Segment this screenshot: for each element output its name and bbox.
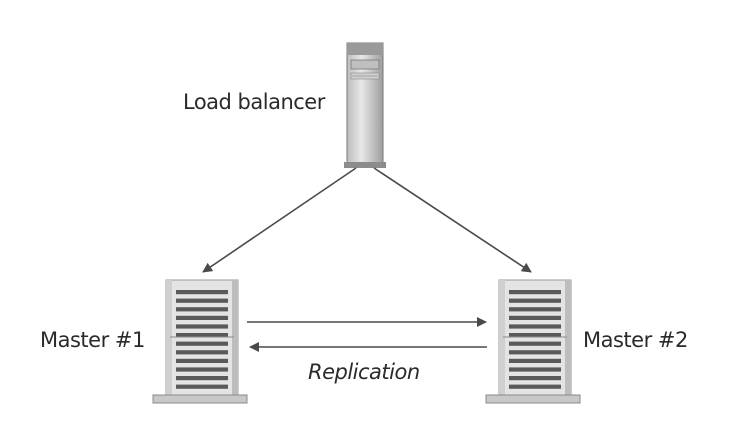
server-slot: [509, 324, 561, 329]
rack-server-icon: [485, 279, 581, 404]
edge-lb-to-master1: [202, 167, 357, 273]
server-slot: [509, 290, 561, 295]
server-slot: [176, 315, 228, 320]
server-slot: [509, 333, 561, 338]
server-slot: [509, 367, 561, 372]
server-slot: [176, 324, 228, 329]
load-balancer-label: Load balancer: [183, 90, 325, 114]
server-slot: [509, 315, 561, 320]
server-slot: [509, 384, 561, 389]
server-slot: [176, 341, 228, 346]
server-slot: [509, 341, 561, 346]
edge-lb-to-master2: [373, 167, 532, 273]
load-balancer-node: [344, 42, 386, 168]
server-slot: [176, 298, 228, 303]
tower-server-icon: [344, 42, 386, 168]
server-slot: [509, 376, 561, 381]
server-slot: [176, 367, 228, 372]
server-slot: [509, 298, 561, 303]
rack-server-icon: [152, 279, 248, 404]
server-slot: [176, 333, 228, 338]
server-slot: [509, 307, 561, 312]
server-slots: [503, 290, 567, 389]
server-slot: [176, 307, 228, 312]
master2-label: Master #2: [583, 328, 688, 352]
master2-node: [485, 279, 581, 404]
server-slot: [176, 376, 228, 381]
server-slot: [176, 350, 228, 355]
master1-node: [152, 279, 248, 404]
replication-label: Replication: [308, 360, 420, 384]
server-slot: [176, 384, 228, 389]
server-slot: [176, 290, 228, 295]
server-slot: [509, 358, 561, 363]
server-slot: [176, 358, 228, 363]
master1-label: Master #1: [40, 328, 145, 352]
server-slot: [509, 350, 561, 355]
server-slots: [170, 290, 234, 389]
